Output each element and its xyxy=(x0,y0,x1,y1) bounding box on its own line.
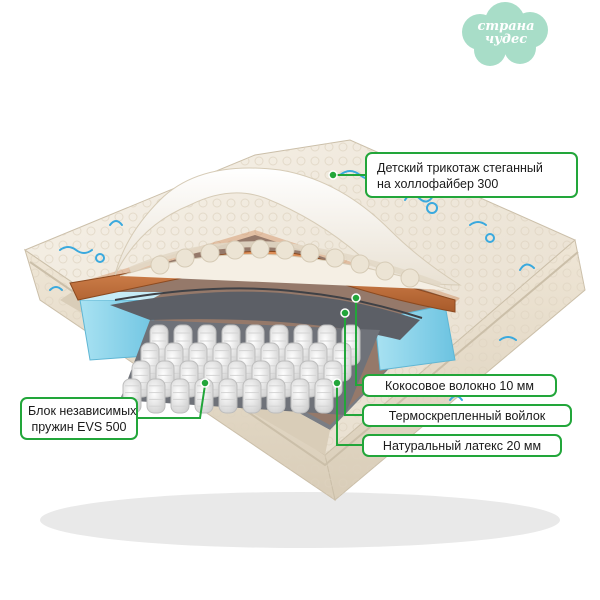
callout-anchor-dots xyxy=(200,170,361,388)
pocket-spring xyxy=(314,378,334,414)
callout-coconut-fiber-text: Кокосовое волокно 10 мм xyxy=(385,379,534,393)
callout-coconut-fiber: Кокосовое волокно 10 мм xyxy=(362,374,557,397)
callout-spring-block-line-1: Блок независимых xyxy=(28,404,137,418)
spring-block xyxy=(122,324,361,414)
floor-shadow xyxy=(40,492,560,548)
callout-spring-block: Блок независимых пружин EVS 500 xyxy=(20,397,138,440)
pocket-spring xyxy=(290,378,310,414)
layers-cutaway xyxy=(60,167,462,455)
callout-felt: Термоскрепленный войлок xyxy=(362,404,572,427)
callout-knit-cover: Детский трикотаж стеганный на холлофайбе… xyxy=(365,152,578,198)
brand-logo-cloud xyxy=(462,2,548,66)
callout-felt-text: Термоскрепленный войлок xyxy=(388,409,546,423)
quilted-top-flap xyxy=(114,167,462,286)
callout-knit-cover-line-1: Детский трикотаж стеганный xyxy=(377,161,543,175)
pocket-spring xyxy=(146,378,166,414)
callout-spring-block-line-2: пружин EVS 500 xyxy=(31,420,127,434)
callout-latex: Натуральный латекс 20 мм xyxy=(362,434,562,457)
brand-logo-text: страна чудес xyxy=(462,20,550,46)
pocket-spring xyxy=(170,378,190,414)
callout-knit-cover-line-2: на холлофайбер 300 xyxy=(377,177,499,191)
felt-layer xyxy=(110,291,420,340)
logo-line-2: чудес xyxy=(484,32,528,47)
pocket-spring xyxy=(242,378,262,414)
logo-line-1: страна xyxy=(477,19,535,34)
callout-latex-text: Натуральный латекс 20 мм xyxy=(382,439,542,453)
pocket-spring xyxy=(218,378,238,414)
callout-leaders xyxy=(138,174,365,446)
pocket-spring xyxy=(266,378,286,414)
